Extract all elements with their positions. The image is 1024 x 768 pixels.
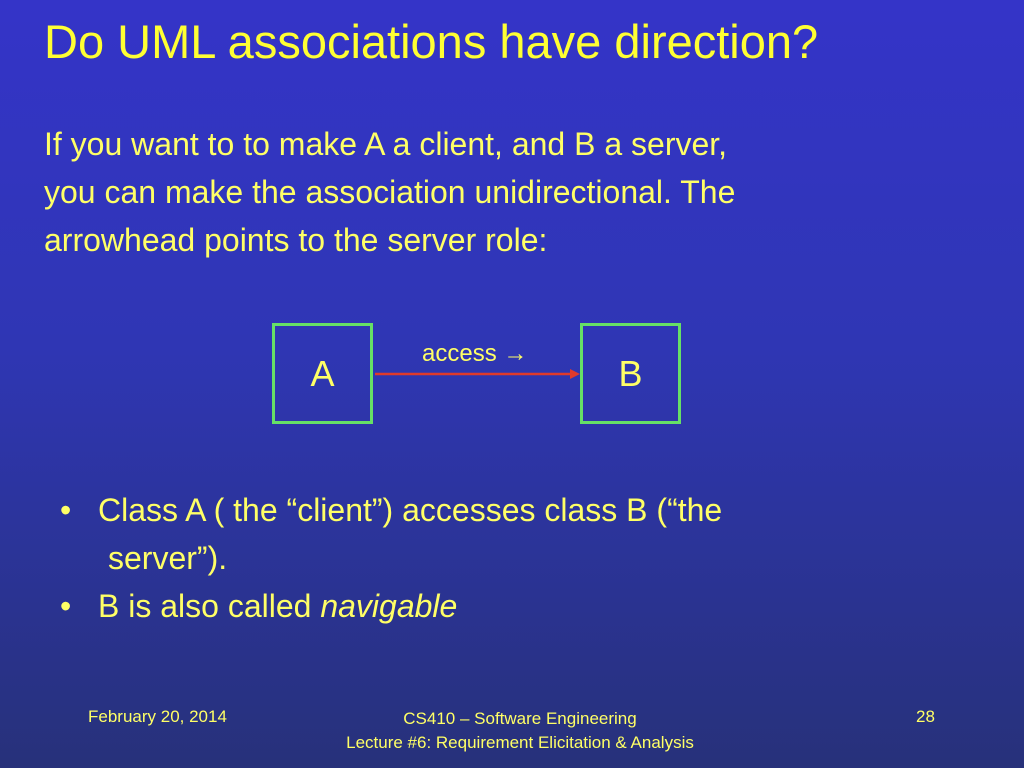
arrowhead-icon (570, 369, 580, 379)
bullet-icon: • (60, 492, 72, 528)
intro-line: you can make the association unidirectio… (44, 174, 736, 210)
bullet-list: • Class A ( the “client”) accesses class… (60, 486, 960, 630)
bullet-text: B is also called (98, 588, 321, 624)
class-box-b: B (580, 323, 681, 424)
intro-paragraph: If you want to to make A a client, and B… (44, 120, 944, 264)
emphasis-navigable: navigable (320, 588, 458, 624)
intro-line: If you want to to make A a client, and B… (44, 126, 728, 162)
footer-date: February 20, 2014 (88, 707, 227, 726)
footer-course: CS410 – Software Engineering Lecture #6:… (0, 707, 1024, 755)
association-label: access → (422, 340, 528, 367)
intro-line: arrowhead points to the server role: (44, 222, 548, 258)
bullet-text-line: server”). (108, 540, 228, 576)
class-box-a: A (272, 323, 373, 424)
slide-title: Do UML associations have direction? (44, 15, 819, 68)
bullet-text-line: Class A ( the “client”) accesses class B… (98, 492, 723, 528)
class-b-label: B (618, 352, 643, 394)
class-a-label: A (310, 352, 335, 394)
footer-lecture-title: Lecture #6: Requirement Elicitation & An… (346, 733, 694, 752)
bullet-item: • Class A ( the “client”) accesses class… (60, 486, 960, 582)
page-number: 28 (916, 707, 935, 726)
footer-course-title: CS410 – Software Engineering (403, 709, 637, 728)
bullet-item: • B is also called navigable (60, 582, 960, 630)
bullet-icon: • (60, 588, 72, 624)
